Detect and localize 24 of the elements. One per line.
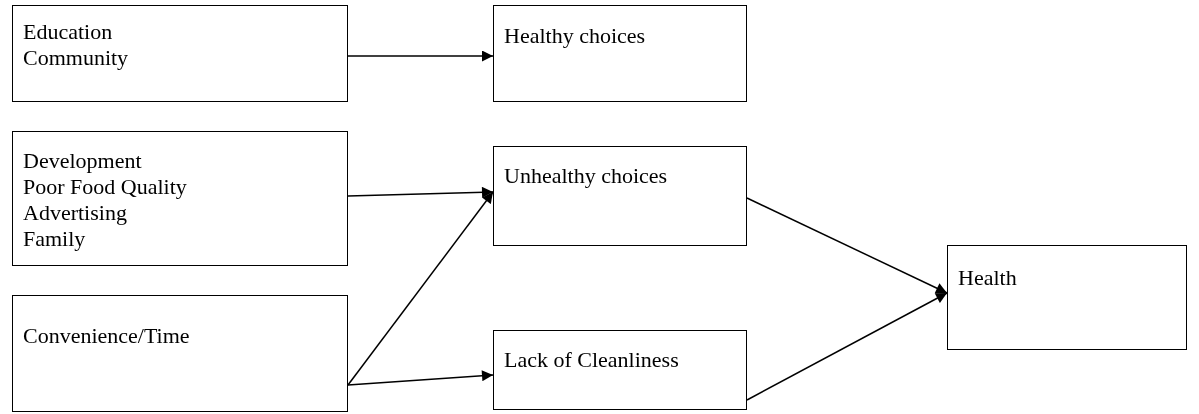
process-box xyxy=(947,245,1187,350)
arrow xyxy=(347,50,494,62)
box-label: Lack of Cleanliness xyxy=(504,347,680,373)
box-label: Development xyxy=(23,148,143,174)
box-label: Education xyxy=(23,19,114,45)
box-label: Convenience/Time xyxy=(23,323,191,349)
arrow xyxy=(746,197,948,294)
process-box xyxy=(493,5,747,102)
process-box xyxy=(493,146,747,246)
process-box xyxy=(493,330,747,410)
process-box xyxy=(12,295,348,412)
arrow xyxy=(746,292,948,401)
process-box xyxy=(12,131,348,266)
box-label: Healthy choices xyxy=(504,23,647,49)
box-label: Advertising xyxy=(23,200,128,226)
process-box xyxy=(12,5,348,102)
arrow xyxy=(347,186,494,198)
box-label: Community xyxy=(23,45,130,71)
arrow xyxy=(347,191,494,386)
box-label: Health xyxy=(958,265,1018,291)
box-label: Unhealthy choices xyxy=(504,163,669,189)
box-label: Poor Food Quality xyxy=(23,174,188,200)
arrow xyxy=(347,370,494,386)
box-label: Family xyxy=(23,226,87,252)
